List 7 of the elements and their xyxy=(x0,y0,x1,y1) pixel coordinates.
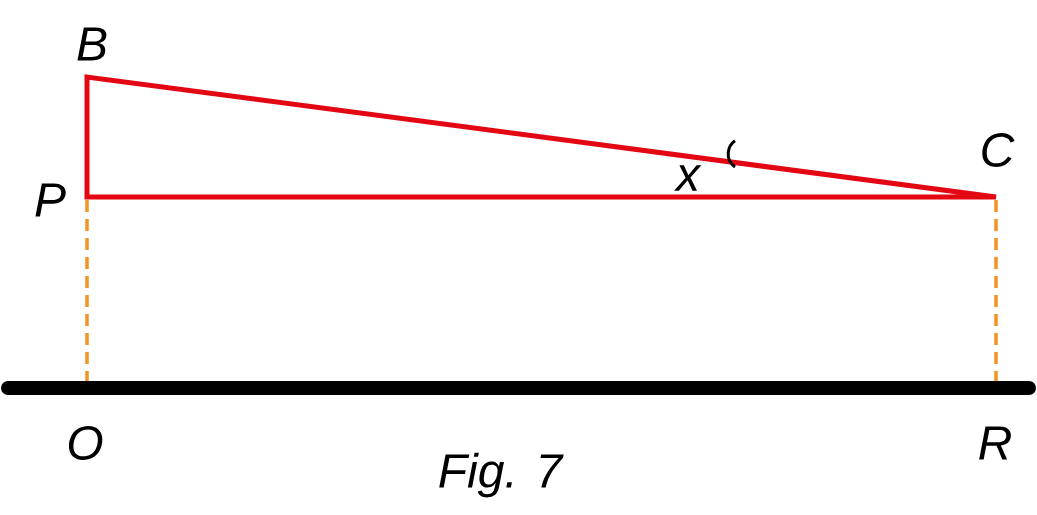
point-label: P xyxy=(35,183,66,217)
point-label: O xyxy=(68,426,103,460)
caption: Fig. 7 xyxy=(439,452,564,498)
point-label: B xyxy=(77,27,107,61)
point-label: C xyxy=(982,133,1015,167)
point-label: R xyxy=(979,426,1011,460)
point-label: x xyxy=(674,165,702,191)
